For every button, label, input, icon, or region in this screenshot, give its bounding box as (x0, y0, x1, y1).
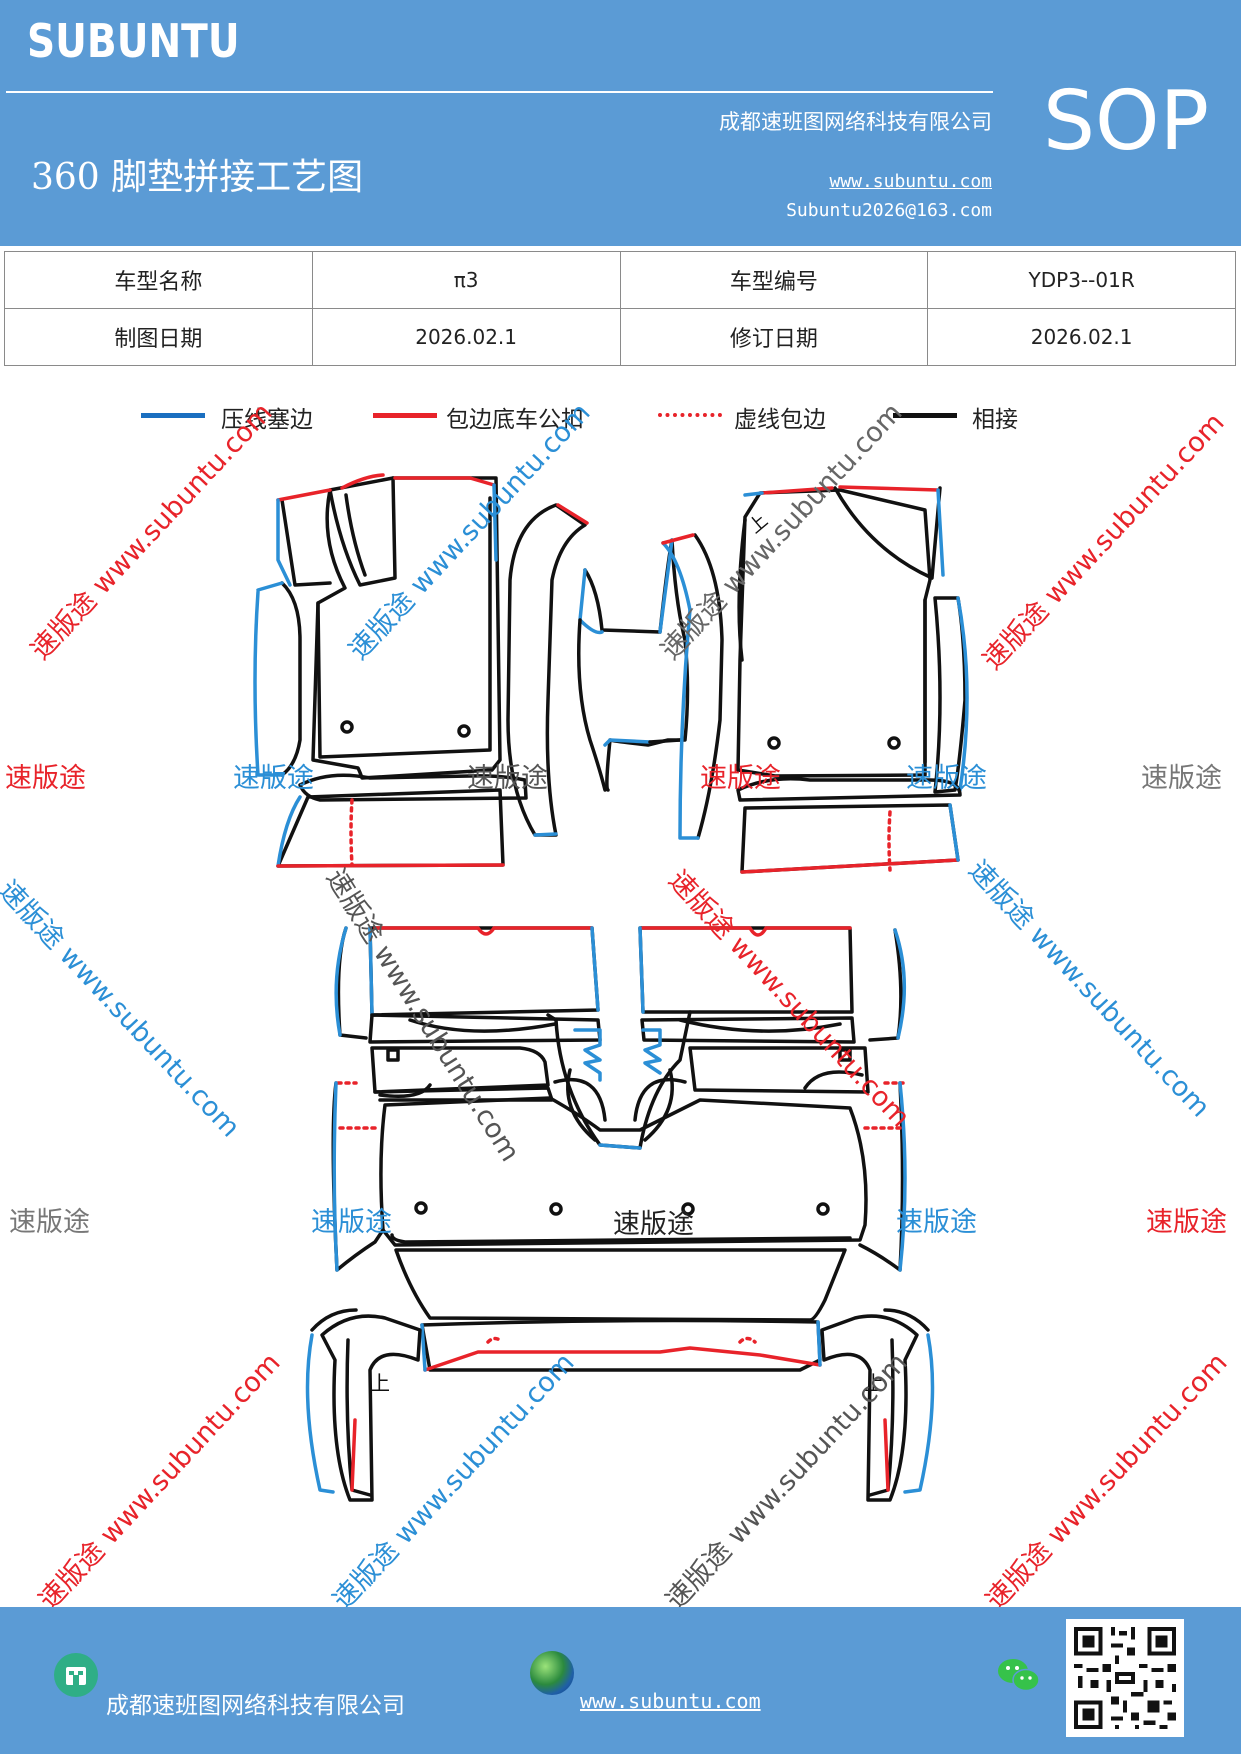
up-mark-left: 上 (370, 1371, 390, 1395)
header-divider (6, 91, 993, 93)
sop-badge: SOP (1043, 74, 1210, 169)
header-email[interactable]: Subuntu2026@163.com (786, 200, 992, 221)
legend-label: 包边底车公扣 (446, 407, 584, 433)
qr-code (1066, 1619, 1184, 1737)
vehicle-info-table: 车型名称 π3 车型编号 YDP3--01R 制图日期 2026.02.1 修订… (4, 251, 1236, 366)
model-name-label: 车型名称 (4, 251, 313, 309)
front-left-mat-set (253, 473, 589, 868)
draw-date-label: 制图日期 (4, 308, 313, 366)
model-code-label: 车型编号 (619, 251, 929, 309)
footer-banner: 成都速班图网络科技有限公司 www.subuntu.com (0, 1607, 1241, 1754)
legend: 压线塞边 包边底车公扣 虚线包边 相接 (0, 400, 1241, 440)
watermark-brand: 速版途 (311, 1207, 392, 1238)
watermark-brand: 速版途 (5, 763, 86, 794)
revision-date-label: 修订日期 (619, 308, 929, 366)
watermark-brand: 速版途 (896, 1207, 977, 1238)
legend-label: 虚线包边 (734, 407, 826, 433)
header-company: 成都速班图网络科技有限公司 (719, 110, 992, 134)
watermark-brand: 速版途 (1146, 1207, 1227, 1238)
table-row: 车型名称 π3 车型编号 YDP3--01R (4, 251, 1236, 309)
legend-swatch-blue (141, 413, 205, 418)
center-tunnel-mat (577, 538, 690, 792)
legend-swatch-red (373, 413, 437, 418)
up-mark-right: 上 (864, 1371, 884, 1395)
model-code-value: YDP3--01R (927, 251, 1236, 309)
watermark-brand: 速版途 (1141, 763, 1222, 794)
watermark-brand: 速版途 (613, 1209, 694, 1240)
model-name-value: π3 (311, 251, 621, 309)
watermark-brand: 速版途 (700, 763, 781, 794)
legend-label: 压线塞边 (221, 407, 313, 433)
header-banner: SUBUNTU 360 脚垫拼接工艺图 成都速班图网络科技有限公司 www.su… (0, 0, 1241, 246)
watermark-brand: 速版途 (906, 763, 987, 794)
rear-mat-set (305, 926, 935, 1502)
front-right-mat-set (661, 485, 969, 874)
draw-date-value: 2026.02.1 (311, 308, 621, 366)
legend-label: 相接 (972, 407, 1018, 433)
watermark-brand: 速版途 (9, 1207, 90, 1238)
globe-icon (530, 1651, 574, 1695)
header-website-link[interactable]: www.subuntu.com (829, 171, 992, 192)
footer-company: 成都速班图网络科技有限公司 (106, 1693, 405, 1719)
watermark-brand: 速版途 (467, 763, 548, 794)
legend-swatch-red-dotted (658, 413, 722, 417)
home-icon (54, 1653, 98, 1697)
brand-logo: SUBUNTU (27, 14, 240, 68)
table-row: 制图日期 2026.02.1 修订日期 2026.02.1 (4, 308, 1236, 366)
wechat-icon[interactable] (996, 1655, 1042, 1699)
footer-website-link[interactable]: www.subuntu.com (580, 1689, 761, 1713)
revision-date-value: 2026.02.1 (927, 308, 1236, 366)
legend-swatch-black (893, 413, 957, 418)
watermark-brand: 速版途 (233, 763, 314, 794)
page-title: 360 脚垫拼接工艺图 (31, 157, 364, 198)
